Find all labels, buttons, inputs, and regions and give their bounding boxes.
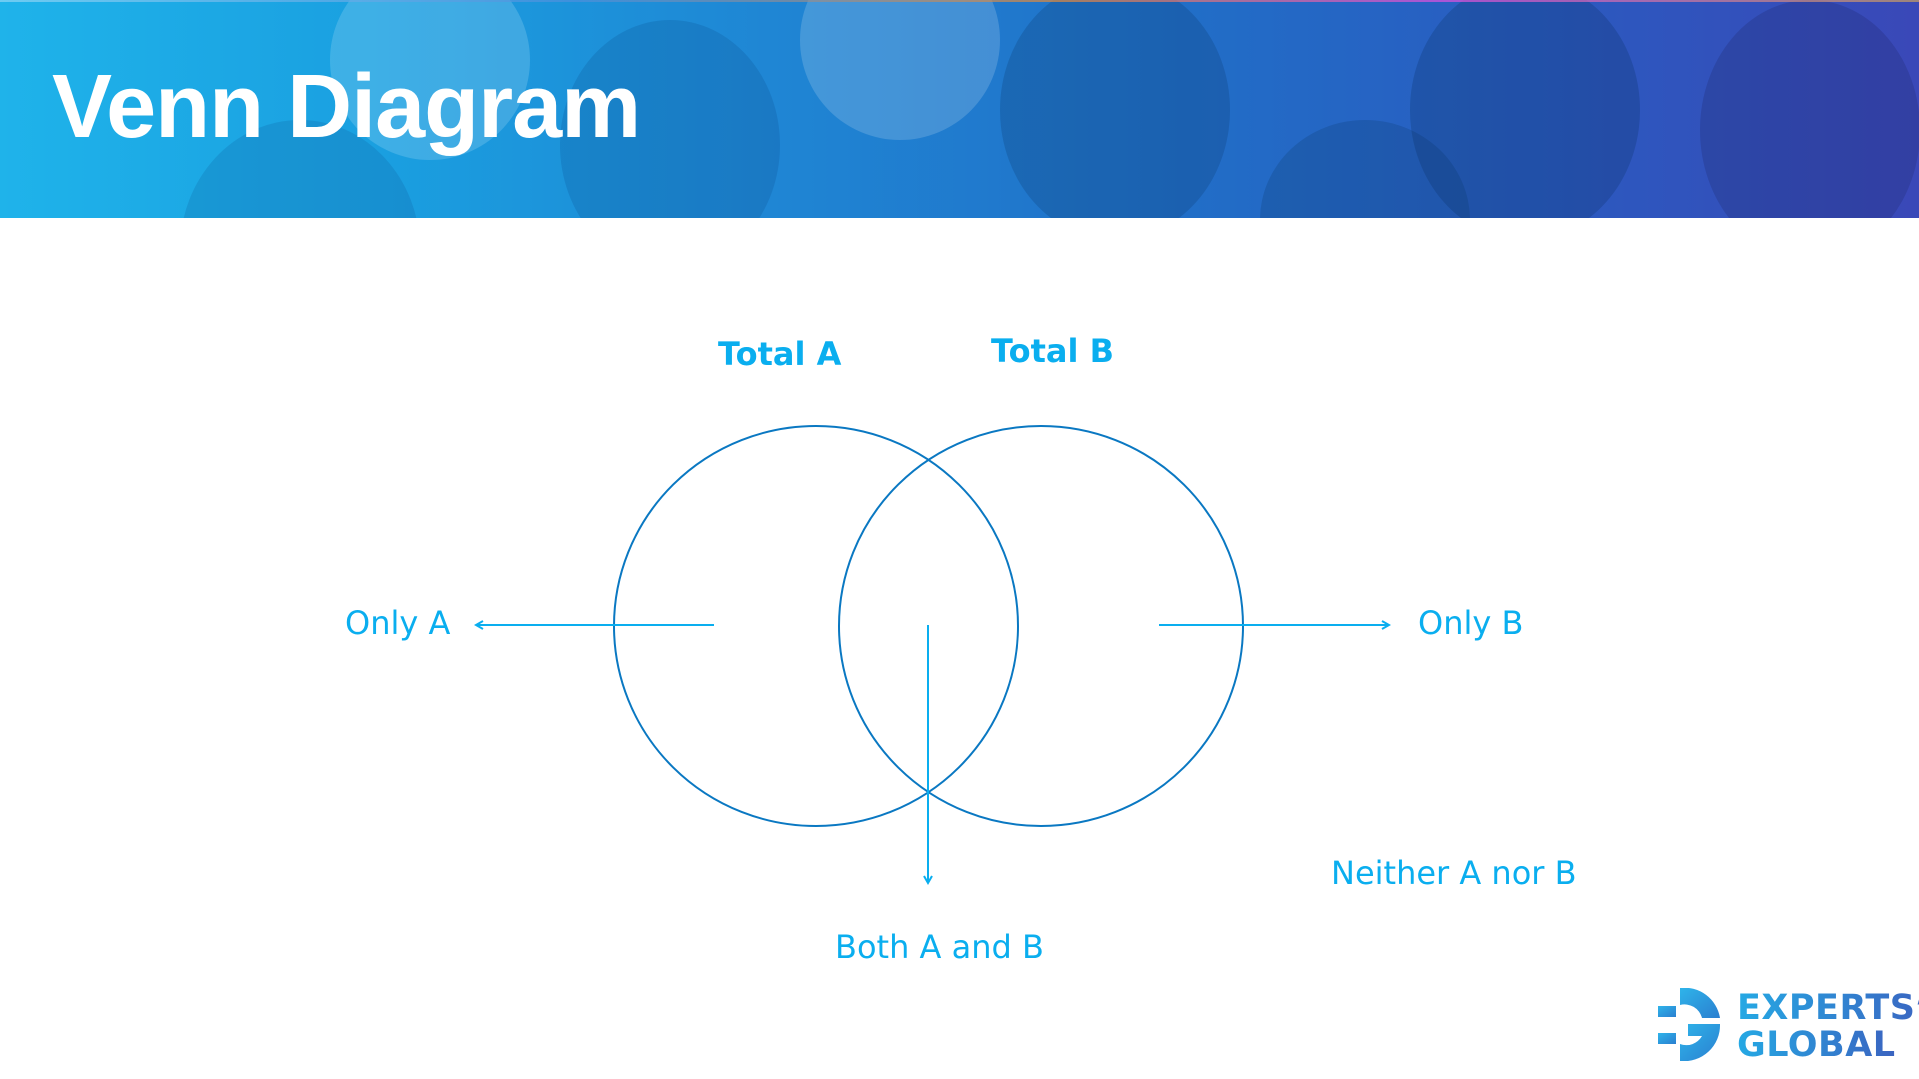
neither-label: Neither A nor B	[1331, 854, 1577, 892]
experts-global-logo: EXPERTS’ GLOBAL	[1655, 985, 1919, 1065]
banner-top-strip	[0, 0, 1919, 2]
banner-photo-shape	[1700, 0, 1919, 218]
both-label: Both A and B	[835, 928, 1044, 966]
banner-photo-shape	[1410, 0, 1640, 218]
banner-photo-shape	[1000, 0, 1230, 218]
total-a-label: Total A	[718, 335, 842, 373]
banner-photo-shape	[560, 20, 780, 218]
banner-photo-shape	[330, 0, 530, 160]
total-b-label: Total B	[991, 332, 1114, 370]
header-banner: Venn Diagram	[0, 0, 1919, 218]
logo-text-global: GLOBAL	[1737, 1025, 1896, 1065]
only-a-label: Only A	[345, 604, 451, 642]
logo-text-experts: EXPERTS’	[1737, 991, 1919, 1026]
experts-global-logo-icon	[1658, 988, 1721, 1061]
page-title: Venn Diagram	[52, 57, 641, 157]
only-b-label: Only B	[1418, 604, 1524, 642]
